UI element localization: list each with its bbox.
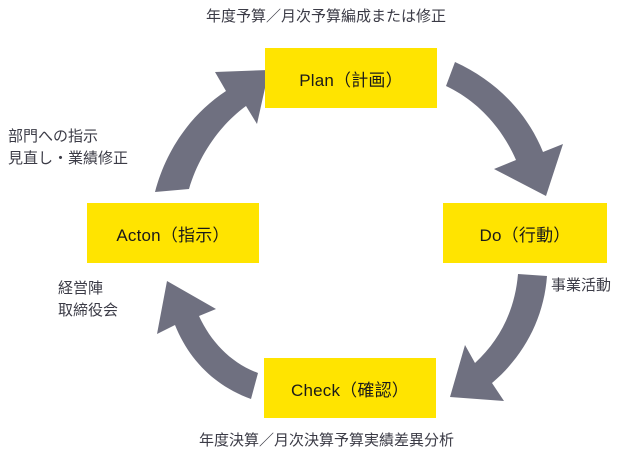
node-acton[interactable]: Acton（指示） xyxy=(87,203,259,263)
arrow-acton-to-plan xyxy=(155,70,269,192)
caption-left-lower: 経営陣 取締役会 xyxy=(58,280,119,319)
caption-left-upper: 部門への指示 見直し・業績修正 xyxy=(8,128,129,167)
caption-bottom: 年度決算／月次決算予算実績差異分析 xyxy=(199,432,455,449)
arrow-plan-to-do xyxy=(446,62,563,196)
caption-right: 事業活動 xyxy=(551,277,612,294)
node-plan[interactable]: Plan（計画） xyxy=(265,48,437,108)
arrow-check-to-acton xyxy=(157,281,258,399)
caption-top: 年度予算／月次予算編成または修正 xyxy=(206,8,447,25)
node-do[interactable]: Do（行動） xyxy=(443,203,607,263)
arrow-do-to-check xyxy=(450,274,547,401)
node-check[interactable]: Check（確認） xyxy=(264,358,436,418)
